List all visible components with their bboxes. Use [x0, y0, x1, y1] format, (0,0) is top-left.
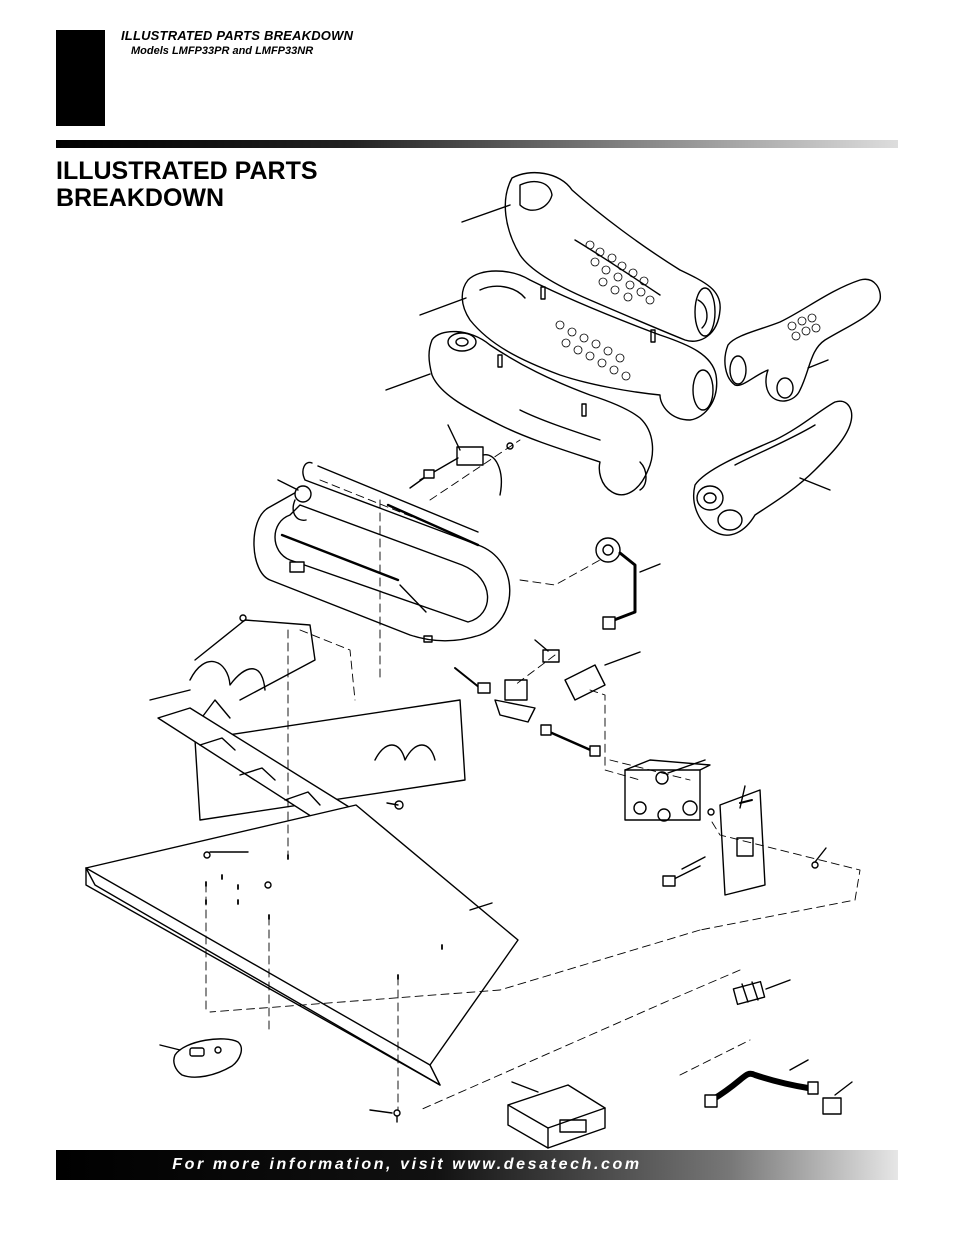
section-tab-marker [56, 30, 105, 126]
burner-tube [253, 461, 511, 643]
flex-tube-short [540, 724, 601, 757]
pilot-supply-tube [595, 537, 637, 630]
pressure-regulator [454, 667, 536, 723]
rear-log [504, 171, 721, 342]
footer-text: For more information, visit www.desatech… [172, 1156, 642, 1173]
footer-bar: For more information, visit www.desatech… [56, 1150, 898, 1180]
log-grate [157, 614, 466, 839]
pipe-nipple [732, 980, 766, 1006]
flexible-gas-line [704, 1070, 842, 1115]
base-pan [85, 804, 519, 1086]
remote-transmitter [173, 1038, 242, 1078]
front-log [428, 330, 654, 496]
screws [369, 847, 827, 1123]
pilot-assembly [409, 424, 514, 496]
header-models: Models LMFP33PR and LMFP33NR [131, 45, 314, 57]
valve-bracket [719, 789, 766, 896]
header-rule [56, 140, 898, 148]
header-section-title: ILLUSTRATED PARTS BREAKDOWN [121, 28, 354, 43]
remote-receiver [507, 1084, 606, 1149]
right-log-lower [693, 400, 853, 536]
elbow-fitting [534, 639, 560, 663]
igniter-electrode [662, 856, 706, 887]
control-valve [624, 759, 715, 822]
middle-log [461, 270, 718, 421]
right-log-upper [724, 278, 882, 402]
pilot-bracket [564, 664, 606, 701]
